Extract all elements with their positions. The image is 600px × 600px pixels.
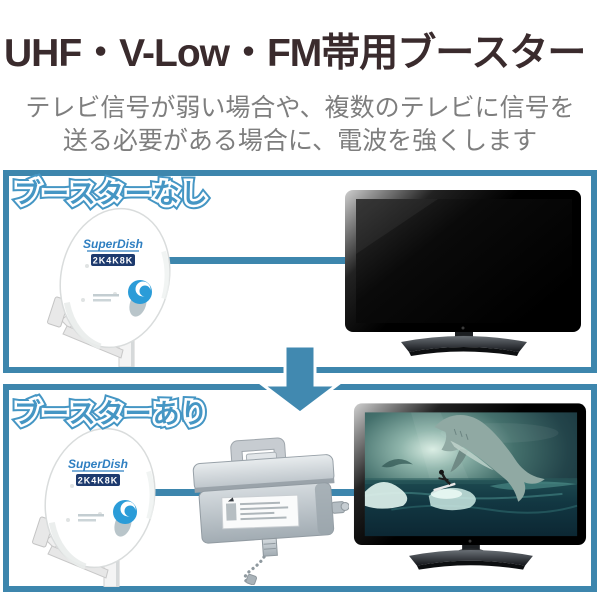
tv-power-led — [461, 326, 465, 330]
tv-screen-blank — [356, 199, 572, 323]
tv-no-signal-graphic — [345, 190, 581, 356]
dish-badge-text: 2K4K8K — [93, 256, 134, 266]
satellite-dish-graphic: SuperDish 2K4K8K — [32, 427, 156, 587]
subtitle-line1: テレビ信号が弱い場合や、複数のテレビに信号を — [25, 94, 575, 122]
dish-face — [44, 427, 156, 570]
booster-input-connector — [261, 537, 278, 557]
chain-cap — [245, 573, 258, 585]
dish-badge-text: 2K4K8K — [78, 476, 119, 486]
down-arrow-icon — [258, 345, 342, 415]
dish-face — [59, 207, 171, 350]
dish-brand-text: SuperDish — [83, 237, 143, 251]
booster-chain — [243, 555, 266, 584]
page-title: UHF・V-Low・FM帯用ブースター — [4, 32, 586, 75]
shark-silhouette — [434, 414, 545, 502]
subtitle: テレビ信号が弱い場合や、複数のテレビに信号を 送る必要がある場合に、電波を強くし… — [0, 92, 600, 158]
distant-shark — [381, 458, 413, 468]
dish-brand-text: SuperDish — [68, 457, 128, 471]
booster-label — [221, 494, 300, 530]
satellite-dish-graphic: SuperDish 2K4K8K — [47, 207, 171, 367]
wave-foam — [364, 482, 408, 509]
tv-stand-base — [409, 549, 533, 566]
tv-stand-base — [401, 336, 527, 352]
dish-fine-print — [78, 514, 104, 517]
tv-with-signal-graphic — [353, 403, 587, 570]
dish-badge — [76, 474, 120, 486]
tv-screen-shark-scene — [364, 412, 578, 537]
panel-without-booster: ブースターなし ブースターなし ブースターなし SuperDish 2K — [3, 170, 597, 373]
panel-before-label: ブースターなし ブースターなし ブースターなし — [10, 175, 213, 214]
booster-handle — [230, 437, 287, 464]
dish-fine-print — [93, 294, 119, 297]
tv-power-led — [468, 539, 472, 543]
surfer — [430, 469, 463, 499]
panel-after-label: ブースターあり ブースターあり ブースターあり — [10, 395, 213, 434]
antenna-cable — [158, 257, 353, 264]
panel-with-booster: ブースターあり ブースターあり ブースターあり SuperDish 2K — [3, 384, 597, 592]
subtitle-line2: 送る必要がある場合に、電波を強くします — [62, 127, 538, 155]
dish-badge — [91, 254, 135, 266]
booster-unit-graphic — [192, 437, 349, 585]
